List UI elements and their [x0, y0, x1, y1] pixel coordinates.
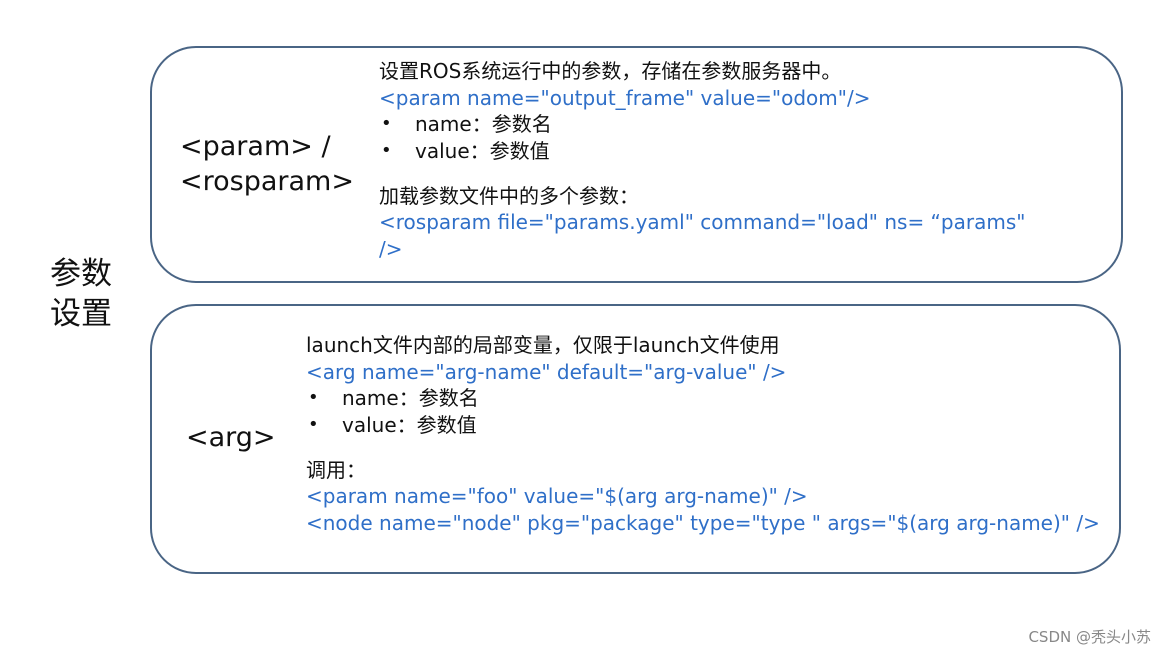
rosparam-code-line-1: <rosparam file="params.yaml" command="lo…: [379, 210, 1026, 235]
call-code-line-1: <param name="foo" value="$(arg arg-name)…: [306, 484, 808, 509]
section-title: 参数 设置: [50, 254, 130, 334]
bullet-icon: •: [381, 140, 392, 162]
bullet-icon: •: [308, 414, 319, 436]
arg-code-example: <arg name="arg-name" default="arg-value"…: [306, 359, 787, 384]
param-bullet-name: • name：参数名: [379, 111, 1025, 138]
watermark: CSDN @秃头小苏: [1028, 628, 1151, 646]
arg-bullet-value: • value：参数值: [306, 412, 1100, 439]
spacer: [379, 165, 1025, 183]
param-bullet-name-text: name：参数名: [415, 112, 552, 137]
param-description: 设置ROS系统运行中的参数，存储在参数服务器中。: [379, 59, 842, 83]
arg-panel: [150, 304, 1121, 574]
bullet-icon: •: [381, 113, 392, 135]
param-tag-line-1: <param> /: [180, 131, 331, 162]
spacer: [306, 439, 1100, 457]
rosparam-description: 加载参数文件中的多个参数：: [379, 183, 639, 208]
param-bullet-value-text: value：参数值: [415, 139, 550, 164]
section-title-line-2: 设置: [50, 296, 112, 332]
arg-tag-line-1: <arg>: [186, 422, 276, 453]
param-content: 设置ROS系统运行中的参数，存储在参数服务器中。 <param name="ou…: [379, 58, 1025, 263]
bullet-icon: •: [308, 387, 319, 409]
section-title-line-1: 参数: [50, 256, 112, 292]
arg-content: launch文件内部的局部变量，仅限于launch文件使用 <arg name=…: [306, 332, 1100, 537]
rosparam-code-line-2: />: [379, 237, 403, 262]
arg-description: launch文件内部的局部变量，仅限于launch文件使用: [306, 333, 780, 357]
arg-bullet-name: • name：参数名: [306, 385, 1100, 412]
call-label: 调用：: [306, 457, 366, 482]
arg-bullet-name-text: name：参数名: [342, 386, 479, 411]
param-tag-line-2: <rosparam>: [180, 166, 354, 197]
param-bullet-value: • value：参数值: [379, 138, 1025, 165]
param-code-example: <param name="output_frame" value="odom"/…: [379, 85, 871, 110]
arg-bullet-value-text: value：参数值: [342, 413, 477, 438]
call-code-line-2: <node name="node" pkg="package" type="ty…: [306, 511, 1100, 536]
arg-tag-label: <arg>: [186, 420, 276, 455]
param-panel: [150, 46, 1123, 283]
param-tag-label: <param> / <rosparam>: [180, 129, 354, 199]
